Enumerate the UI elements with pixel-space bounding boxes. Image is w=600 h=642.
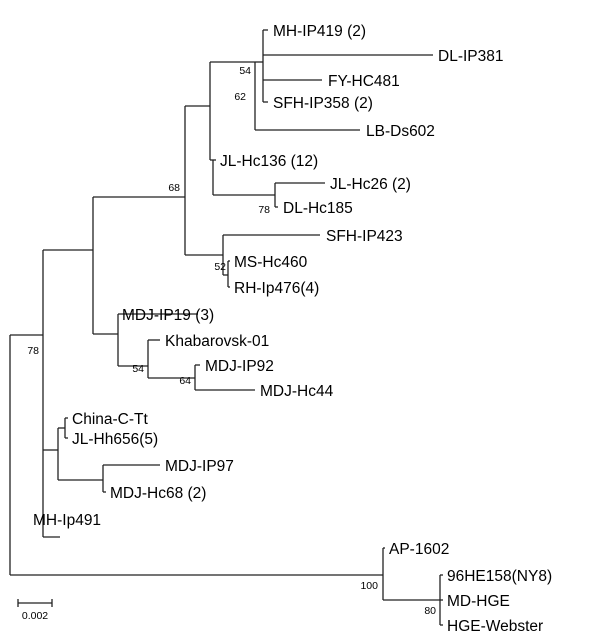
- leaf-ms-hc460: MS-Hc460: [234, 254, 308, 271]
- leaf-jl-hh656: JL-Hh656(5): [72, 431, 158, 448]
- leaf-96he158: 96HE158(NY8): [447, 568, 552, 585]
- bootstrap-54-top: 54: [239, 65, 251, 77]
- leaf-mdj-ip19: MDJ-IP19 (3): [122, 307, 214, 324]
- leaf-mdj-hc44: MDJ-Hc44: [260, 383, 334, 400]
- leaf-khabarovsk-01: Khabarovsk-01: [165, 333, 269, 350]
- bootstrap-64: 64: [179, 375, 191, 387]
- leaf-jl-hc26: JL-Hc26 (2): [330, 176, 411, 193]
- leaf-china-c-tt: China-C-Tt: [72, 411, 148, 428]
- bootstrap-52: 52: [214, 261, 226, 273]
- bootstrap-78-upper: 78: [258, 204, 270, 216]
- leaf-hge-webster: HGE-Webster: [447, 618, 543, 635]
- leaf-sfh-ip423: SFH-IP423: [326, 228, 403, 245]
- leaf-md-hge: MD-HGE: [447, 593, 510, 610]
- leaf-lb-ds602: LB-Ds602: [366, 123, 435, 140]
- tree-branches: [9, 29, 443, 626]
- scale-bar: 0.002: [17, 599, 53, 622]
- leaf-mdj-hc68: MDJ-Hc68 (2): [110, 485, 206, 502]
- bootstrap-78-main: 78: [27, 345, 39, 357]
- leaf-dl-hc185: DL-Hc185: [283, 200, 353, 217]
- leaf-labels: MH-IP419 (2) DL-IP381 FY-HC481 SFH-IP358…: [33, 23, 552, 635]
- bootstrap-54-mid: 54: [132, 363, 144, 375]
- leaf-rh-ip476: RH-Ip476(4): [234, 280, 319, 297]
- bootstrap-values: 54 62 78 68 52 54 64 78 100 80: [27, 65, 436, 617]
- leaf-fy-hc481: FY-HC481: [328, 73, 400, 90]
- leaf-mh-ip419: MH-IP419 (2): [273, 23, 366, 40]
- leaf-mdj-ip97: MDJ-IP97: [165, 458, 234, 475]
- leaf-dl-ip381: DL-IP381: [438, 48, 503, 65]
- bootstrap-68: 68: [168, 182, 180, 194]
- bootstrap-80: 80: [424, 605, 436, 617]
- leaf-jl-hc136: JL-Hc136 (12): [220, 153, 318, 170]
- leaf-mh-ip491: MH-Ip491: [33, 512, 101, 529]
- bootstrap-62: 62: [234, 91, 246, 103]
- leaf-ap-1602: AP-1602: [389, 541, 449, 558]
- bootstrap-100: 100: [360, 580, 378, 592]
- leaf-sfh-ip358: SFH-IP358 (2): [273, 95, 373, 112]
- scale-bar-label: 0.002: [22, 610, 48, 622]
- leaf-mdj-ip92: MDJ-IP92: [205, 358, 274, 375]
